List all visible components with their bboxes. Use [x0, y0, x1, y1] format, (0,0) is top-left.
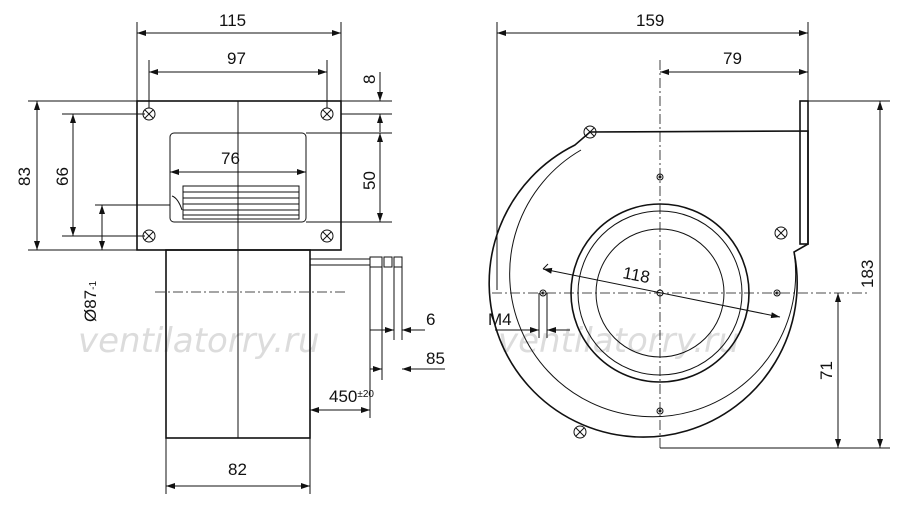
svg-text:82: 82: [228, 460, 247, 479]
dim-85: 85: [370, 267, 445, 380]
svg-text:50: 50: [360, 171, 379, 190]
svg-text:159: 159: [636, 11, 664, 30]
dim-83: 83: [15, 100, 137, 251]
side-view: 115 97 8 50 76: [15, 11, 445, 494]
dim-d87: Ø87-1: [81, 204, 170, 322]
scroll-housing: [488, 130, 809, 438]
svg-text:Ø87-1: Ø87-1: [81, 281, 100, 322]
dim-118: 118: [542, 263, 781, 319]
dim-76: 76: [170, 149, 306, 175]
svg-text:115: 115: [219, 11, 246, 30]
svg-text:450±20: 450±20: [329, 387, 374, 406]
svg-text:97: 97: [227, 49, 246, 68]
dim-79: 79: [660, 49, 808, 75]
svg-text:118: 118: [621, 263, 651, 287]
watermark-left: ventilatorry.ru: [78, 321, 320, 361]
dim-82: 82: [165, 438, 311, 494]
dim-50: 50: [306, 132, 392, 223]
svg-text:6: 6: [426, 310, 435, 329]
flange-plate: [136, 100, 342, 251]
dim-183: 183: [660, 100, 890, 449]
dim-115: 115: [136, 11, 342, 101]
dim-6: 6: [370, 267, 435, 340]
dim-159: 159: [496, 11, 809, 290]
svg-text:85: 85: [426, 349, 445, 368]
mounting-holes-side: [142, 107, 334, 243]
svg-text:183: 183: [858, 260, 877, 288]
watermark-right: ventilatorry.ru: [498, 321, 740, 361]
outlet-flange: [799, 100, 809, 245]
svg-text:71: 71: [817, 361, 836, 380]
housing-screws: [573, 125, 788, 439]
dim-66: 66: [53, 113, 145, 237]
front-view: 118 M4 159 79 183: [488, 11, 890, 449]
svg-text:M4: M4: [488, 310, 512, 329]
svg-text:76: 76: [221, 149, 240, 168]
dim-8: 8: [341, 72, 392, 132]
dim-97: 97: [148, 49, 328, 108]
svg-text:8: 8: [360, 75, 379, 84]
svg-text:83: 83: [15, 167, 34, 186]
svg-text:66: 66: [53, 167, 72, 186]
dim-71: 71: [817, 293, 841, 448]
impeller-slats: [171, 185, 300, 220]
scroll-inner-line: [509, 130, 799, 418]
power-cable: [310, 256, 403, 268]
dim-m4: M4: [488, 293, 570, 338]
dim-450: 450±20: [310, 267, 374, 418]
svg-text:79: 79: [723, 49, 742, 68]
